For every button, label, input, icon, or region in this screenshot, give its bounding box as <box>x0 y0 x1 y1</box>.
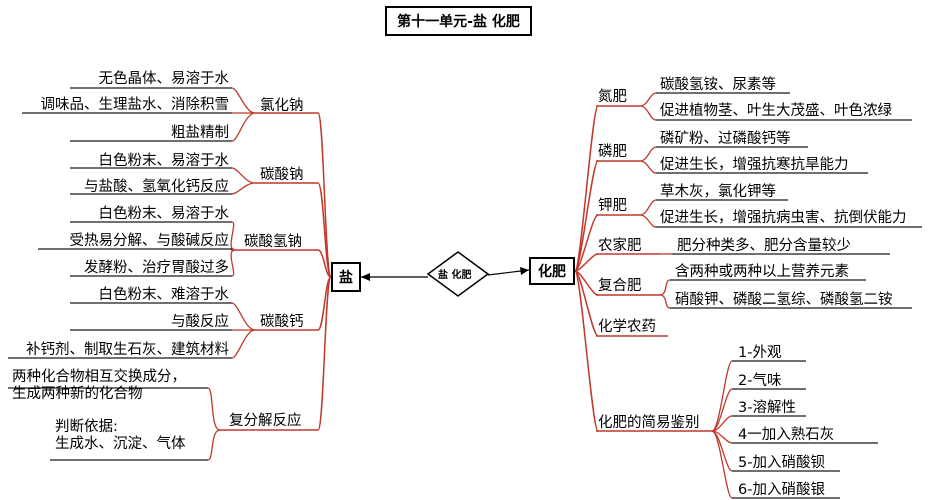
fert-leaf-branch-6-0 <box>711 360 733 432</box>
potassium-examples: 草木灰，氯化钾等 <box>660 184 776 200</box>
caco3-reaction: 与酸反应 <box>171 314 229 330</box>
salt-group-na2co3: 碳酸钠 <box>260 167 304 183</box>
fert-branch-5 <box>574 270 599 337</box>
salt-group-double-decomposition: 复分解反应 <box>229 413 302 429</box>
fert-leaf-branch-0-0 <box>639 92 657 107</box>
compound-examples: 硝酸钾、磷酸二氢综、磷酸氢二铵 <box>675 292 893 308</box>
fert-branch-1 <box>574 160 599 272</box>
fert-group-identification: 化肥的简易鉴别 <box>598 415 700 431</box>
salt-leaf-branch-0-0 <box>231 87 256 114</box>
fert-group-nitrogen: 氮肥 <box>598 89 627 105</box>
nitrogen-effect: 促进植物茎、叶生大茂盛、叶色浓绿 <box>660 103 892 119</box>
salt-leaf-branch-0-2 <box>231 112 256 142</box>
fert-leaf-branch-6-1 <box>711 388 733 432</box>
compound-definition: 含两种或两种以上营养元素 <box>675 264 849 280</box>
identify-smell: 2-气味 <box>738 373 782 389</box>
salt-leaf-branch-4-1 <box>207 429 221 461</box>
fert-leaf-branch-6-5 <box>711 430 733 499</box>
salt-group-nacl: 氯化钠 <box>260 98 304 114</box>
salt-leaf-branch-4-0 <box>207 387 221 431</box>
fert-group-potassium: 钾肥 <box>598 198 627 214</box>
manure-description: 肥分种类多、肥分含量较少 <box>677 238 851 254</box>
salt-leaf-branch-3-2 <box>231 329 256 359</box>
identify-silver-nitrate: 6-加入硝酸银 <box>738 482 825 498</box>
arrowhead-salt <box>361 273 370 281</box>
salt-leaf-branch-2-2 <box>230 249 236 277</box>
fert-branch-2 <box>574 214 599 272</box>
fert-group-phosphorus: 磷肥 <box>598 144 627 160</box>
fertilizer-node: 化肥 <box>529 257 575 285</box>
double-decomposition-definition: 两种化合物相互交换成分， 生成两种新的化合物 <box>12 369 186 402</box>
salt-branch-2 <box>317 249 332 278</box>
nacl-refining: 粗盐精制 <box>171 125 229 141</box>
center-diamond <box>426 251 490 297</box>
phosphorus-effect: 促进生长，增强抗寒抗旱能力 <box>660 157 849 173</box>
identify-solubility: 3-溶解性 <box>738 400 796 416</box>
page-title: 第十一单元-盐 化肥 <box>397 14 520 30</box>
double-decomposition-criteria: 判断依据: 生成水、沉淀、气体 <box>55 419 186 452</box>
fert-leaf-branch-4-1 <box>659 294 671 309</box>
fert-leaf-branch-1-1 <box>639 160 657 174</box>
nacl-uses: 调味品、生理盐水、消除积雪 <box>40 97 230 113</box>
salt-leaf-branch-2-0 <box>230 221 236 251</box>
nitrogen-examples: 碳酸氢铵、尿素等 <box>660 77 776 93</box>
fert-group-pesticide: 化学农药 <box>598 319 656 335</box>
salt-leaf-branch-1-0 <box>231 167 256 184</box>
nacl-property: 无色晶体、易溶于水 <box>98 71 230 87</box>
caco3-uses: 补钙剂、制取生石灰、建筑材料 <box>26 342 229 358</box>
fert-group-manure: 农家肥 <box>598 238 642 254</box>
salt-label: 盐 <box>339 270 353 286</box>
phosphorus-examples: 磷矿粉、过磷酸钙等 <box>660 131 791 147</box>
potassium-effect: 促进生长，增强抗病虫害、抗倒伏能力 <box>660 210 907 226</box>
identify-barium-nitrate: 5-加入硝酸钡 <box>738 455 825 471</box>
fertilizer-label: 化肥 <box>538 264 566 280</box>
center-label: 盐 化肥 <box>438 270 472 281</box>
nahco3-reaction: 受热易分解、与酸碱反应 <box>69 233 230 249</box>
salt-branch-4 <box>317 276 332 431</box>
na2co3-property: 白色粉末、易溶于水 <box>98 153 230 169</box>
identify-slaked-lime: 4一加入熟石灰 <box>738 427 835 443</box>
fert-leaf-branch-4-0 <box>659 279 671 296</box>
fert-leaf-branch-2-0 <box>639 199 657 216</box>
salt-node: 盐 <box>331 262 361 292</box>
fert-group-compound: 复合肥 <box>598 278 642 294</box>
fert-branch-0 <box>574 105 599 272</box>
salt-group-caco3: 碳酸钙 <box>260 314 304 330</box>
nahco3-uses: 发酵粉、治疗胃酸过多 <box>84 260 229 276</box>
fert-branch-6 <box>574 270 599 432</box>
title-box: 第十一单元-盐 化肥 <box>385 6 532 36</box>
salt-branch-1 <box>317 182 332 278</box>
arrowhead-fertilizer <box>520 267 529 275</box>
fert-leaf-branch-6-2 <box>711 415 733 432</box>
identify-appearance: 1-外观 <box>738 345 782 361</box>
na2co3-reaction: 与盐酸、氢氧化钙反应 <box>84 179 229 195</box>
salt-leaf-branch-1-1 <box>231 182 256 195</box>
fert-leaf-branch-2-1 <box>639 214 657 228</box>
fert-leaf-branch-0-1 <box>639 105 657 121</box>
caco3-property: 白色粉末、难溶于水 <box>98 287 230 303</box>
salt-leaf-branch-3-0 <box>231 302 256 331</box>
salt-group-nahco3: 碳酸氢钠 <box>244 234 302 250</box>
fert-leaf-branch-1-0 <box>639 146 657 162</box>
nahco3-property: 白色粉末、易溶于水 <box>98 206 230 222</box>
